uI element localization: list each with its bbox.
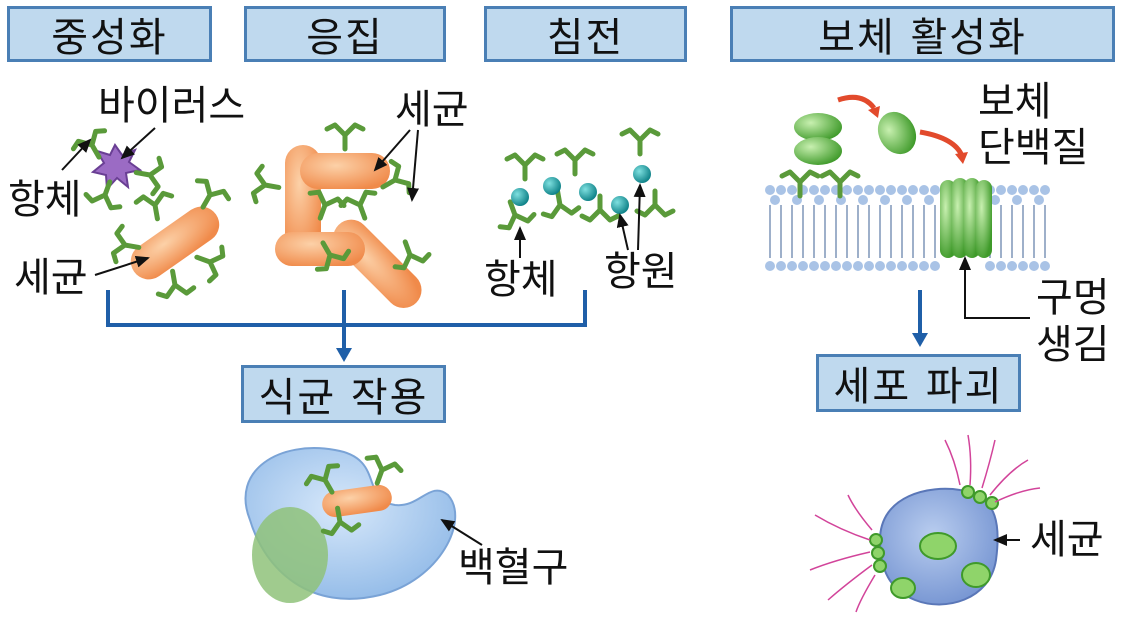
membrane-attack-pore [940,178,992,258]
label-bacteria: 세균 [1030,517,1104,563]
header-complement-activation: 보체 활성화 [730,6,1115,62]
bacterium-icon [130,206,220,280]
red-process-arrow [837,94,968,164]
label-bacteria: 세균 [14,255,88,301]
header-agglutination: 응집 [244,6,446,62]
flow-arrow [912,290,928,347]
label-antibody: 항체 [8,177,82,223]
virus-icon [90,143,143,192]
label-pore-formed: 구멍 [1036,275,1110,321]
label-bacteria: 세균 [395,87,469,133]
cell-membrane [762,185,1058,271]
flow-arrow [106,290,587,362]
lysed-bacterium-icon [809,434,1041,613]
agglutination-illustration [252,125,430,309]
result-cell-lysis: 세포 파괴 [816,354,1021,412]
label-antigen: 항원 [604,249,678,295]
label-complement-protein: 단백질 [978,125,1089,171]
pointer-lines [61,127,1030,546]
neutralization-illustration [71,127,230,298]
label-complement-protein: 보체 [978,79,1052,125]
label-white-blood-cell: 백혈구 [458,545,569,591]
label-pore-formed: 생김 [1036,322,1110,368]
header-precipitation: 침전 [484,6,687,62]
label-virus: 바이러스 [98,83,246,129]
label-antibody: 항체 [484,257,558,303]
precipitation-illustration [493,130,673,231]
white-blood-cell-icon [244,447,457,603]
result-phagocytosis: 식균 작용 [241,365,446,423]
complement-protein-icon [782,111,917,196]
header-neutralization: 중성화 [7,6,212,62]
